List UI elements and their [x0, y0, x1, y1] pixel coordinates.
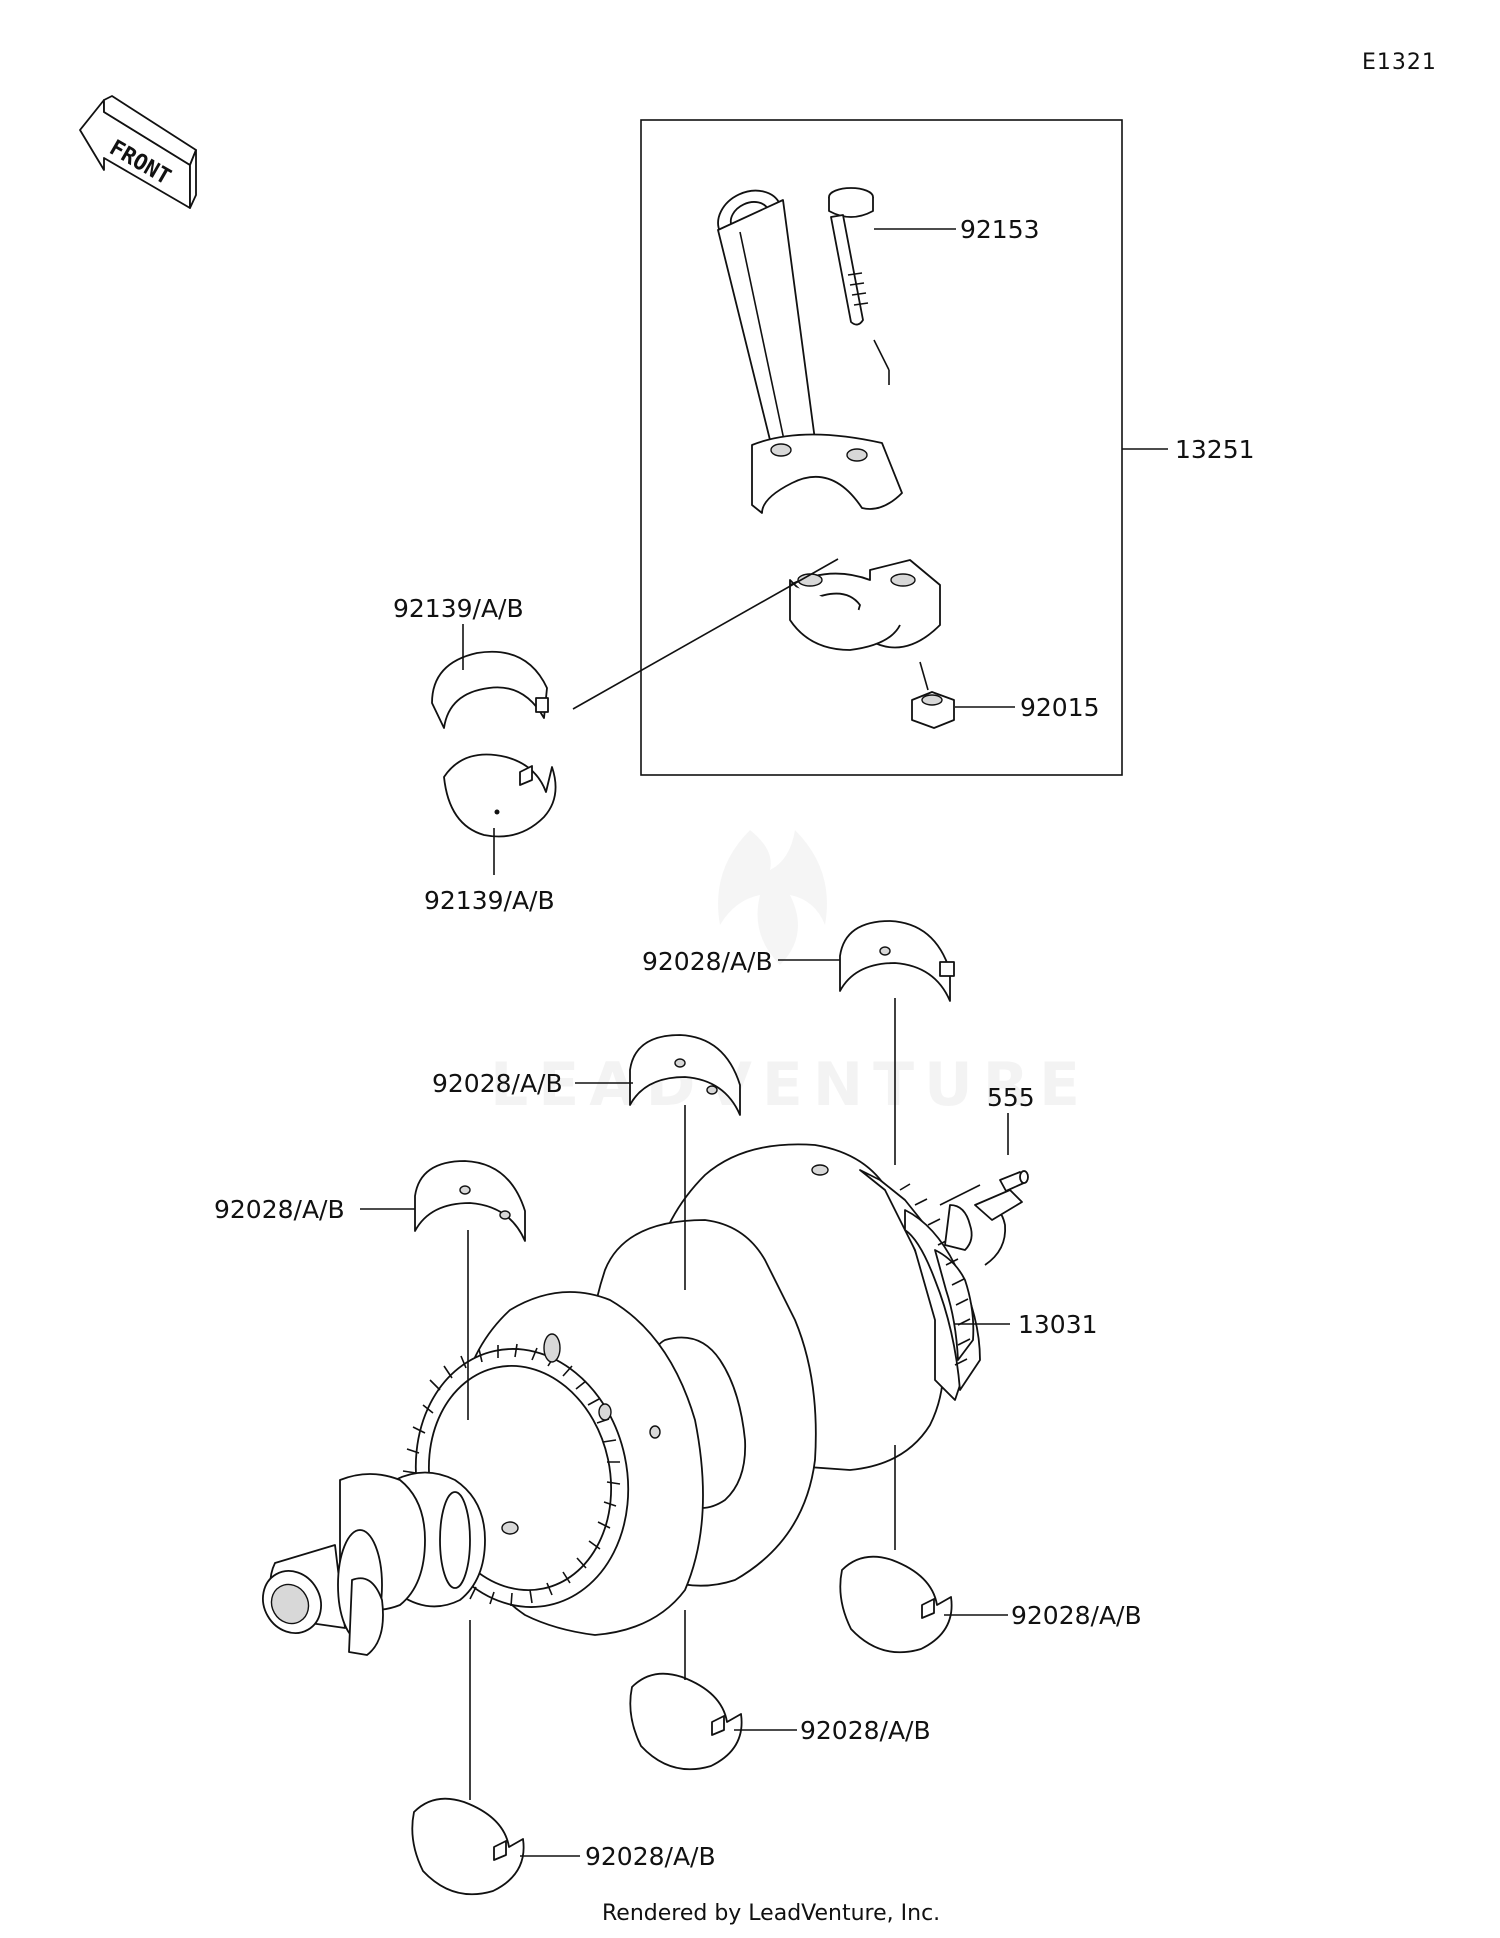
- conrod-assembly-box: [640, 119, 1123, 776]
- callout-92028-e[interactable]: 92028/A/B: [800, 1716, 931, 1745]
- callout-92028-a[interactable]: 92028/A/B: [642, 947, 773, 976]
- callout-92028-c[interactable]: 92028/A/B: [214, 1195, 345, 1224]
- conrod-cap: [789, 559, 941, 651]
- callout-92015[interactable]: 92015: [1020, 693, 1100, 722]
- main-bearing-shell-1: [839, 920, 955, 1002]
- callout-555[interactable]: 555: [987, 1083, 1035, 1112]
- watermark: LEADVENTURE: [490, 830, 1090, 1120]
- callout-13031[interactable]: 13031: [1018, 1310, 1098, 1339]
- conrod-bolt: [828, 187, 874, 326]
- connecting-rod: [717, 189, 903, 514]
- conrod-nut: [911, 691, 955, 729]
- front-arrow-icon: FRONT: [79, 95, 197, 209]
- crankshaft: [262, 1143, 1023, 1656]
- watermark-text: LEADVENTURE: [490, 1050, 1090, 1120]
- main-bearing-shell-3: [414, 1160, 526, 1242]
- callout-13251[interactable]: 13251: [1175, 435, 1255, 464]
- main-bearing-shell-2: [629, 1034, 741, 1116]
- callout-92028-d[interactable]: 92028/A/B: [1011, 1601, 1142, 1630]
- main-bearing-shell-6: [411, 1797, 525, 1896]
- conrod-bearing-upper: [431, 650, 549, 729]
- dowel-pin: [999, 1170, 1029, 1192]
- callout-92139-upper[interactable]: 92139/A/B: [393, 594, 524, 623]
- render-credit: Rendered by LeadVenture, Inc.: [602, 1901, 940, 1926]
- main-bearing-shell-5: [629, 1672, 743, 1771]
- callout-92139-lower[interactable]: 92139/A/B: [424, 886, 555, 915]
- callout-92028-f[interactable]: 92028/A/B: [585, 1842, 716, 1871]
- diagram-code: E1321: [1362, 50, 1437, 75]
- conrod-bearing-lower: [443, 753, 557, 838]
- main-bearing-shell-4: [839, 1555, 953, 1654]
- callout-92028-b[interactable]: 92028/A/B: [432, 1069, 563, 1098]
- callout-92153[interactable]: 92153: [960, 215, 1040, 244]
